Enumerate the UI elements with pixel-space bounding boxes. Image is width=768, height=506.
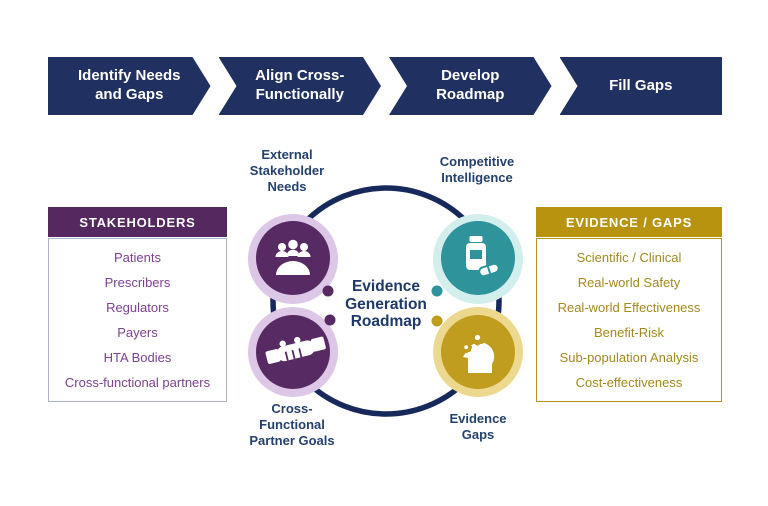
evidence-gaps-panel-header: EVIDENCE / GAPS (536, 207, 722, 237)
list-item: HTA Bodies (103, 350, 172, 365)
list-item: Sub-population Analysis (559, 350, 699, 365)
list-item: Prescribers (104, 275, 171, 290)
head-gears-icon (460, 329, 495, 373)
cross-functional-partner-goals-label: Cross- Functional Partner Goals (249, 401, 335, 448)
gear-small (460, 341, 473, 354)
cycle-center-title: Evidence Generation Roadmap (345, 278, 427, 330)
gear-large (469, 329, 486, 346)
handshake-icon (265, 336, 326, 364)
external-stakeholder-needs-label: External Stakeholder Needs (249, 147, 325, 194)
list-item: Real-world Effectiveness (557, 300, 701, 315)
evidence-gaps-list: Scientific / Clinical Real-world Safety … (536, 238, 722, 402)
list-item: Cross-functional partners (64, 375, 211, 390)
process-banner: Identify Needs and Gaps Align Cross- Fun… (48, 57, 722, 115)
pill-bottle-icon (466, 236, 500, 278)
list-item: Cost-effectiveness (575, 375, 683, 390)
list-item: Benefit-Risk (593, 325, 665, 340)
evidence-gaps-label: Evidence Gaps (449, 411, 507, 442)
list-item: Payers (117, 325, 158, 340)
evidence-gaps-node (431, 307, 523, 397)
banner-step-develop-roadmap: Develop Roadmap (389, 57, 552, 115)
cycle-ring (270, 185, 502, 417)
bubble-dot (431, 315, 443, 327)
banner-step-identify-needs: Identify Needs and Gaps (48, 57, 211, 115)
cross-functional-partner-goals-node (248, 307, 338, 397)
competitive-intelligence-label: Competitive Intelligence (439, 154, 515, 185)
bubble-dot (322, 285, 334, 297)
banner-step-align-cross-functionally: Align Cross- Functionally (219, 57, 382, 115)
competitive-intelligence-node (431, 214, 523, 304)
banner-step-fill-gaps: Fill Gaps (559, 57, 722, 115)
list-item: Patients (114, 250, 161, 265)
bubble-dot (324, 314, 336, 326)
bubble-dot (431, 285, 443, 297)
external-stakeholder-needs-node (248, 214, 338, 304)
list-item: Scientific / Clinical (576, 250, 682, 265)
stakeholders-panel-header: STAKEHOLDERS (48, 207, 227, 237)
list-item: Regulators (106, 300, 169, 315)
list-item: Real-world Safety (577, 275, 681, 290)
node-circle (256, 221, 330, 295)
stakeholders-list: Patients Prescribers Regulators Payers H… (48, 238, 227, 402)
people-meeting-icon (275, 239, 311, 275)
